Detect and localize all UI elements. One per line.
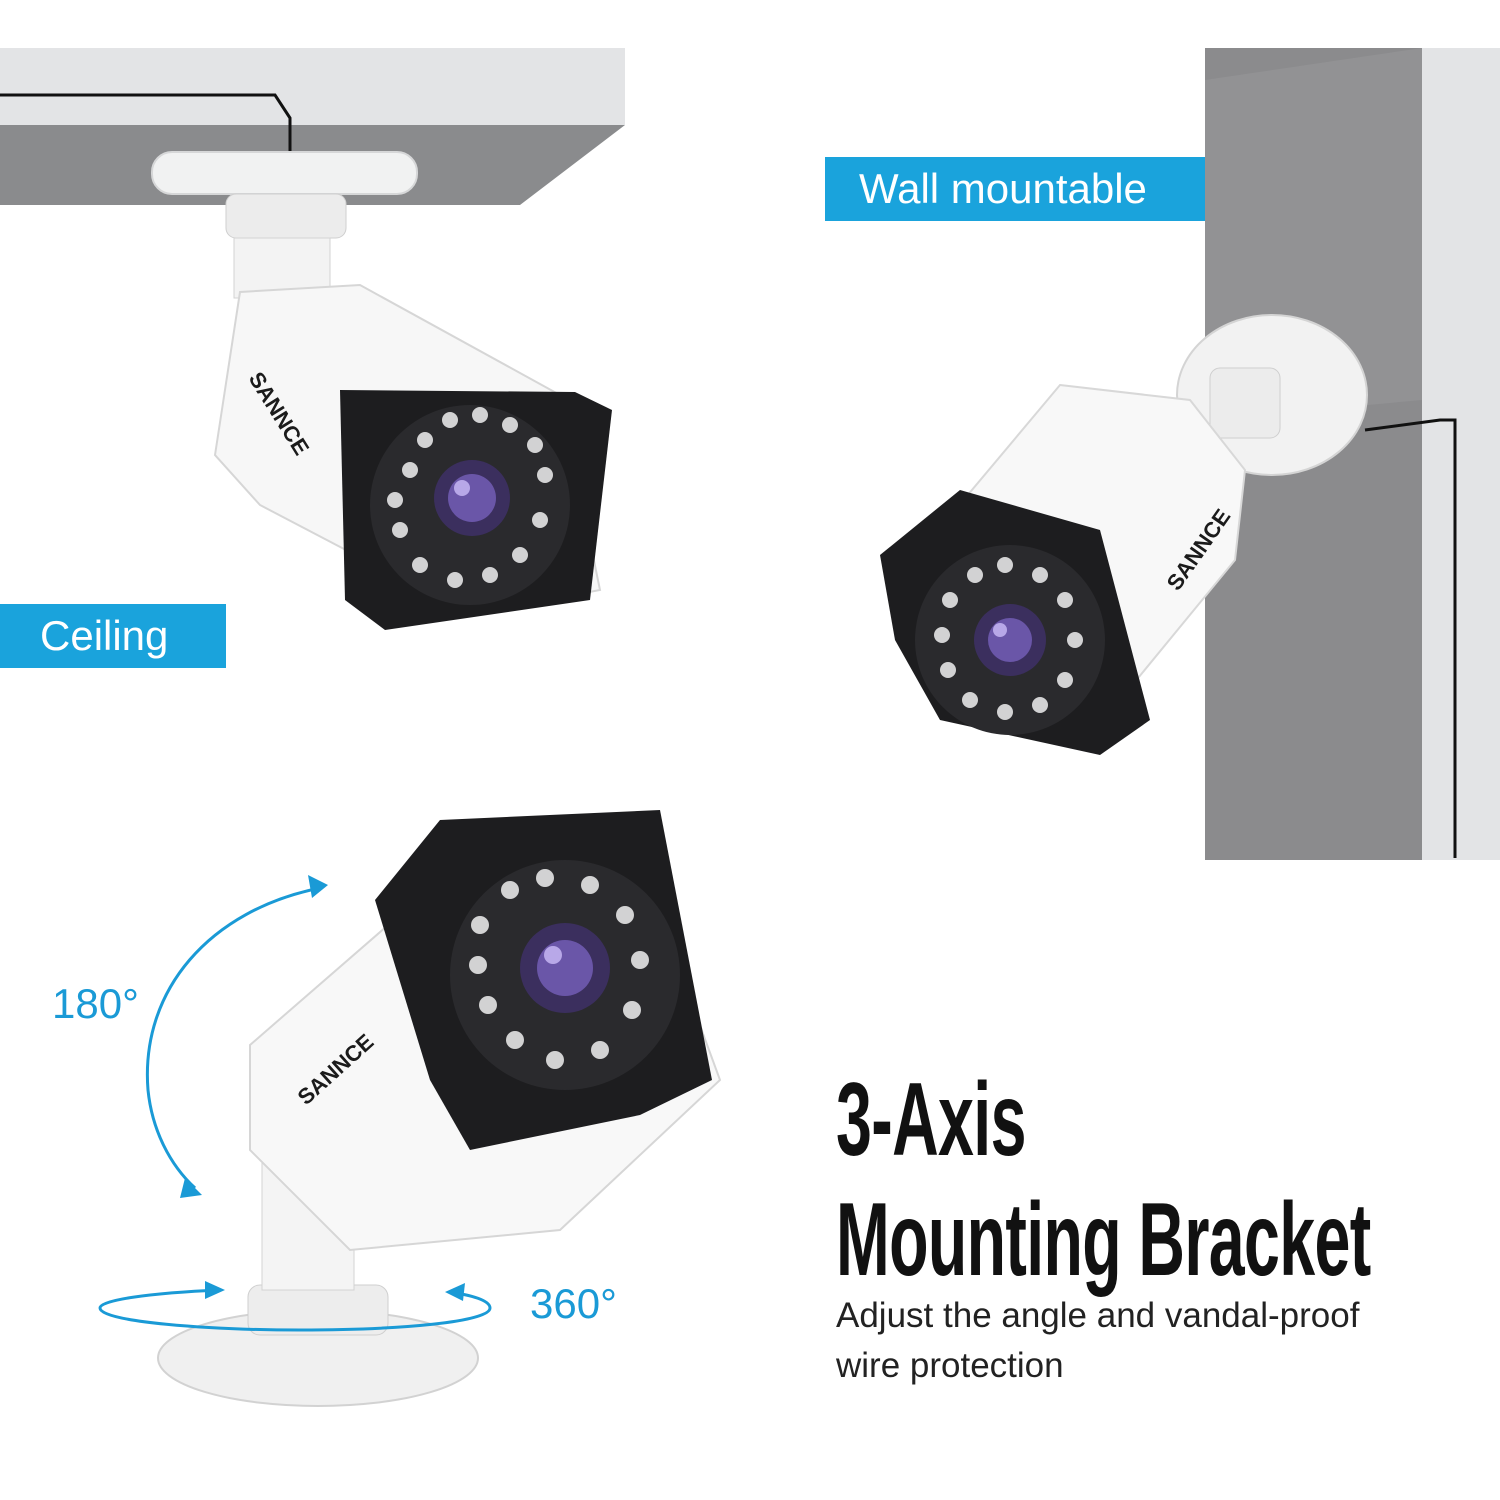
description-line-1: Adjust the angle and vandal-proof	[836, 1296, 1360, 1335]
tilt-angle-label: 180°	[52, 980, 139, 1027]
headline-line-1: 3-Axis	[836, 1062, 1026, 1178]
wall-mountable-label: Wall mountable	[825, 157, 1205, 221]
ceiling-label: Ceiling	[0, 604, 226, 668]
description-line-2: wire protection	[836, 1346, 1064, 1385]
headline-line-2: Mounting Bracket	[836, 1182, 1371, 1298]
pan-angle-label: 360°	[530, 1280, 617, 1327]
